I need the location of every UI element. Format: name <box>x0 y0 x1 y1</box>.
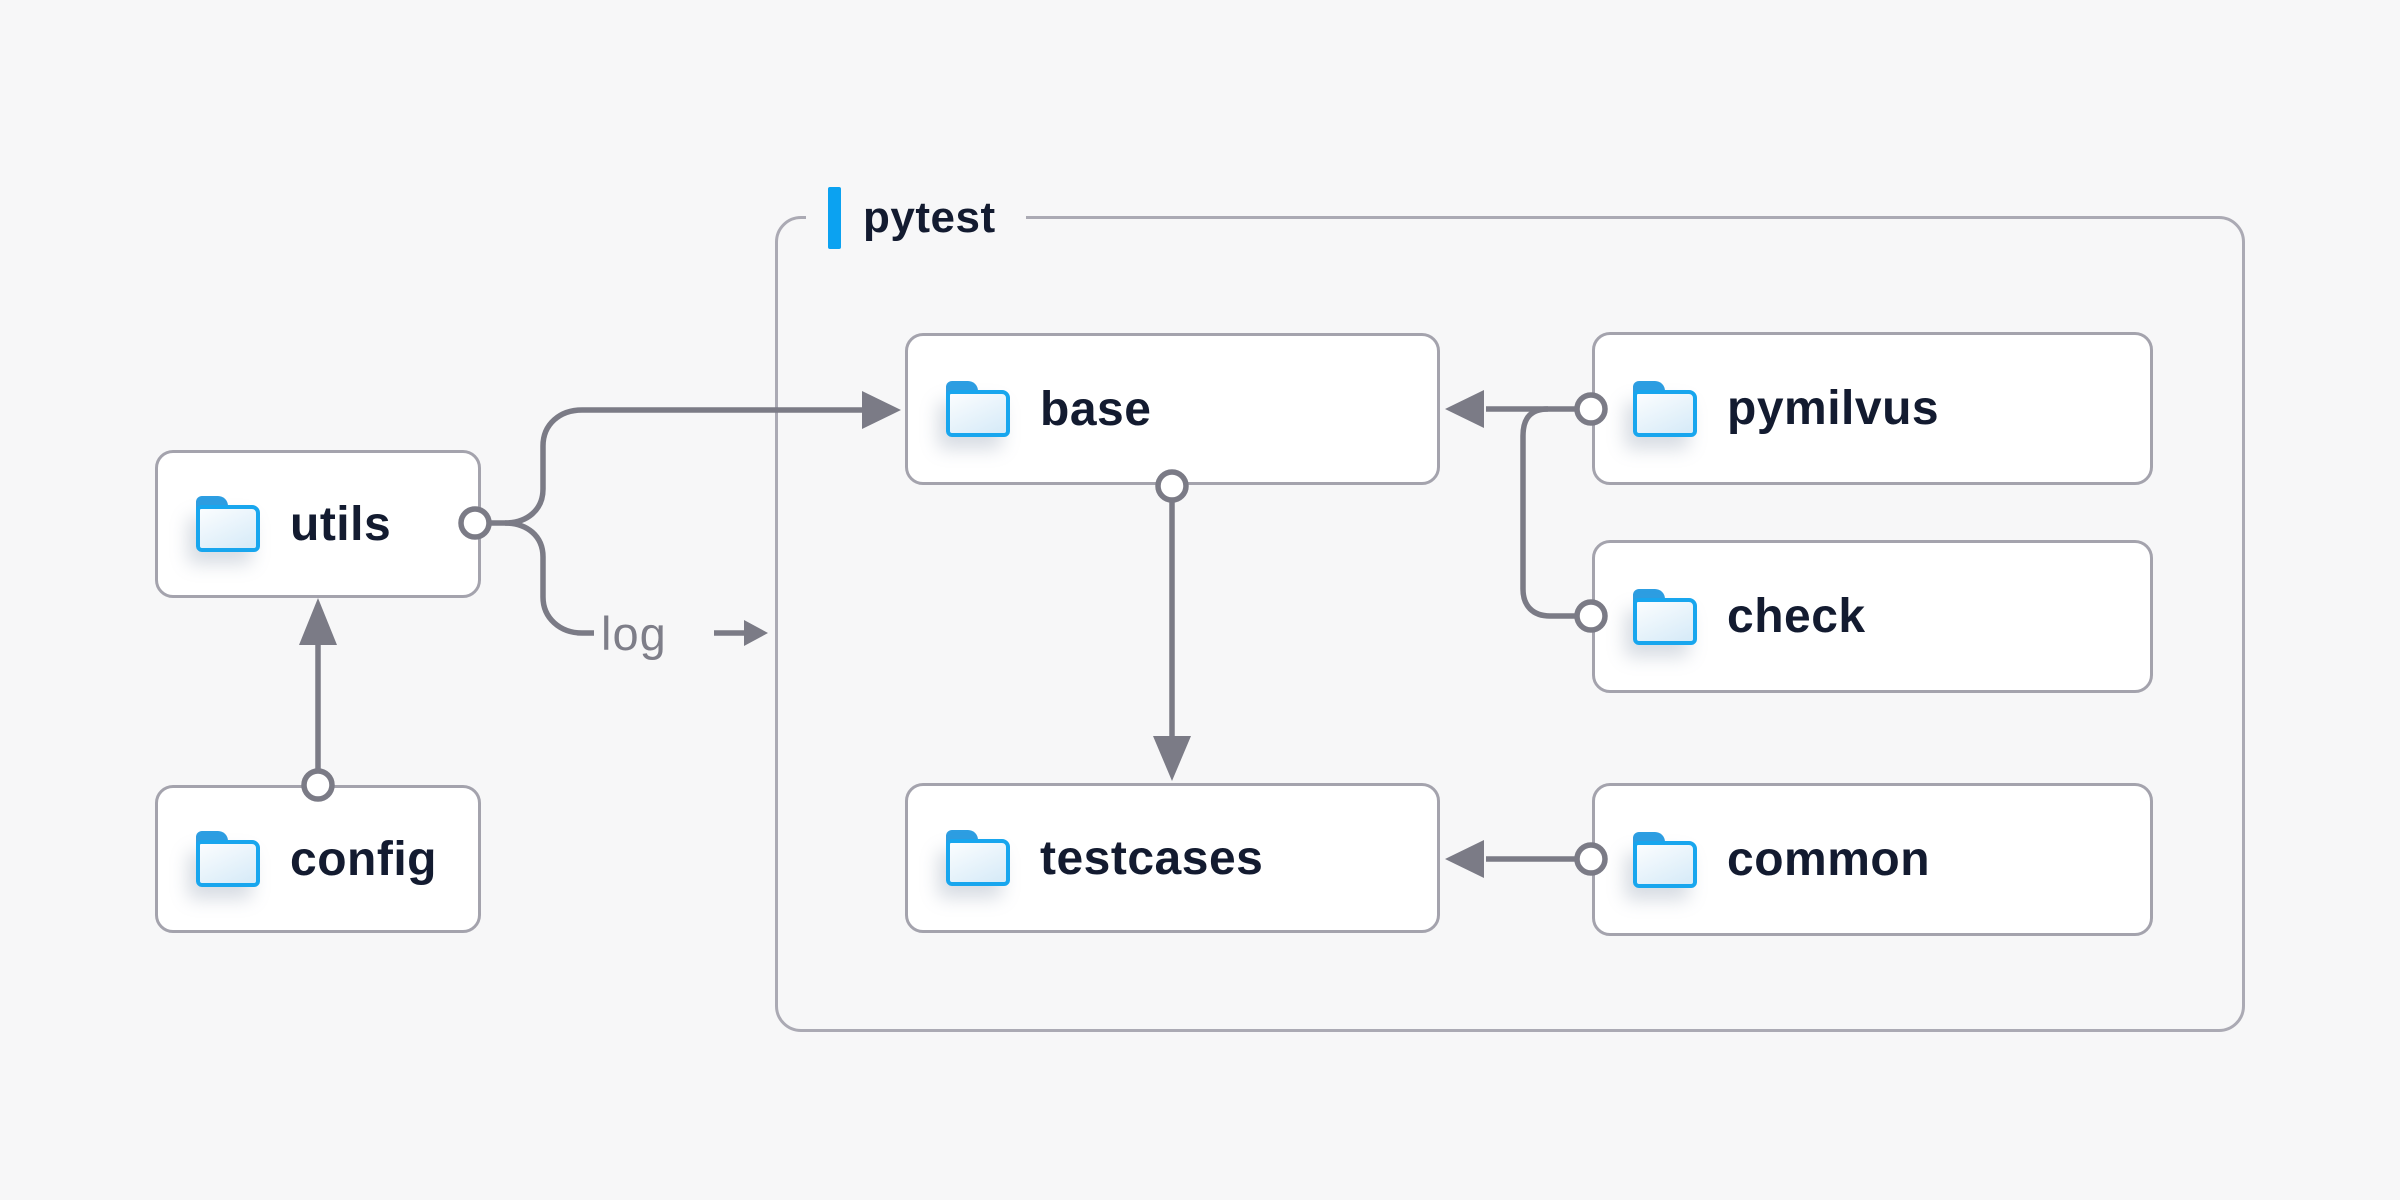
accent-bar-icon <box>828 187 841 249</box>
node-label: config <box>290 832 437 886</box>
node-label: pymilvus <box>1727 382 1940 435</box>
folder-icon <box>196 496 260 552</box>
node-testcases: testcases <box>905 783 1440 933</box>
pytest-container-title: pytest <box>863 193 996 242</box>
node-config: config <box>155 785 481 933</box>
node-base: base <box>905 333 1440 485</box>
edge-config-utils <box>299 598 337 802</box>
folder-icon <box>1633 588 1697 645</box>
node-label: check <box>1727 590 1866 643</box>
node-pymilvus: pymilvus <box>1592 332 2153 485</box>
node-check: check <box>1592 540 2153 693</box>
node-label: common <box>1727 833 1931 886</box>
pytest-container <box>775 216 2245 1032</box>
node-label: utils <box>290 497 392 551</box>
node-common: common <box>1592 783 2153 936</box>
folder-icon <box>1633 831 1697 888</box>
edge-label-log: log <box>601 607 667 660</box>
folder-icon <box>1633 380 1697 437</box>
node-label: base <box>1040 382 1152 436</box>
node-label: testcases <box>1040 831 1264 885</box>
folder-icon <box>946 381 1010 437</box>
pytest-container-label: pytest <box>806 184 1026 252</box>
folder-icon <box>196 831 260 887</box>
folder-icon <box>946 830 1010 886</box>
node-utils: utils <box>155 450 481 598</box>
